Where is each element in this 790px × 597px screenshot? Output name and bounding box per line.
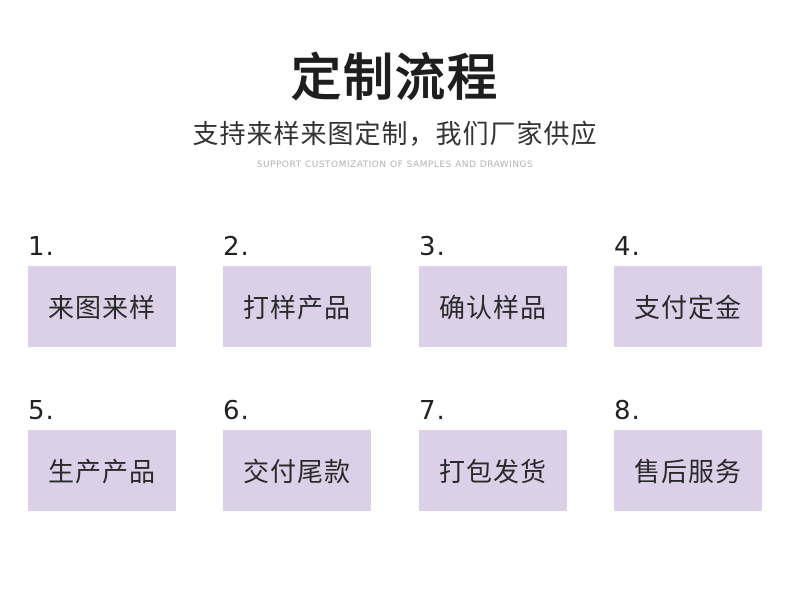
step-number: 8. — [614, 396, 641, 426]
step-box: 售后服务 — [614, 430, 762, 511]
step-box: 确认样品 — [419, 266, 567, 347]
step-number: 6. — [223, 396, 250, 426]
step-number: 7. — [419, 396, 446, 426]
step-number: 2. — [223, 232, 250, 262]
step-box: 支付定金 — [614, 266, 762, 347]
page-subtitle-english: SUPPORT CUSTOMIZATION OF SAMPLES AND DRA… — [256, 160, 534, 170]
step-box: 打样产品 — [223, 266, 371, 347]
step-box: 来图来样 — [28, 266, 176, 347]
step-number: 4. — [614, 232, 641, 262]
step-number: 1. — [28, 232, 55, 262]
step-box: 打包发货 — [419, 430, 567, 511]
page-subtitle: 支持来样来图定制，我们厂家供应 — [192, 120, 598, 150]
step-box: 生产产品 — [28, 430, 176, 511]
step-box: 交付尾款 — [223, 430, 371, 511]
step-number: 3. — [419, 232, 446, 262]
page-title: 定制流程 — [291, 49, 499, 107]
step-number: 5. — [28, 396, 55, 426]
